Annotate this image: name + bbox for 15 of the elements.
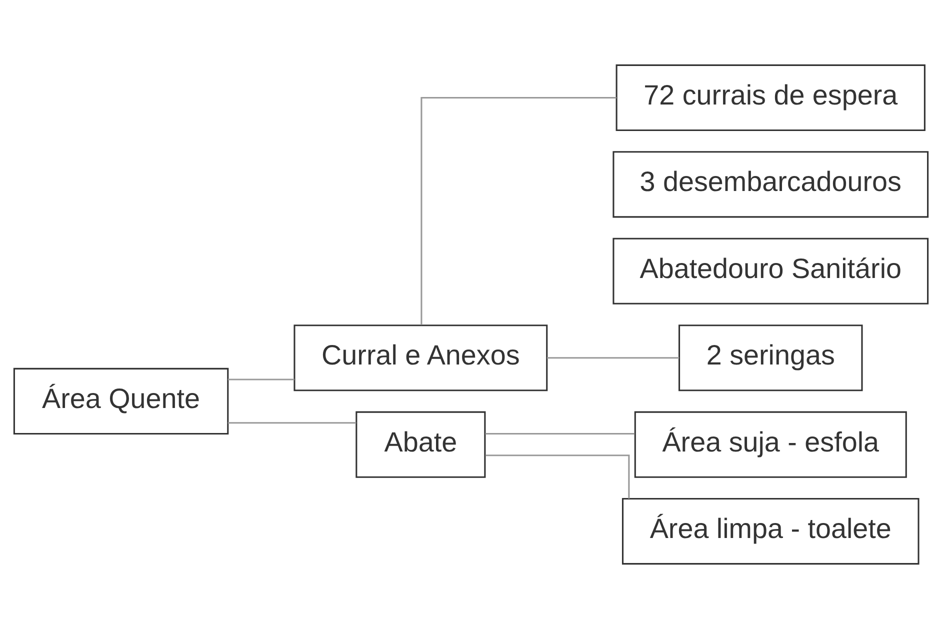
connector [420,96,616,324]
connector [547,356,680,358]
node-box: 2 seringas [678,324,863,391]
connector [228,378,294,380]
connector [485,454,630,498]
node-box: Área suja - esfola [634,410,907,478]
connector [228,422,356,424]
connector [485,432,635,434]
node-box: Curral e Anexos [294,324,548,391]
node-box: Abate [356,410,486,478]
node-box: 72 currais de espera [616,64,926,130]
node-box: Área limpa - toalete [622,498,920,564]
node-box: Área Quente [13,367,229,434]
node-box: Abatedouro Sanitário [612,237,929,304]
node-box: 3 desembarcadouros [612,150,929,218]
